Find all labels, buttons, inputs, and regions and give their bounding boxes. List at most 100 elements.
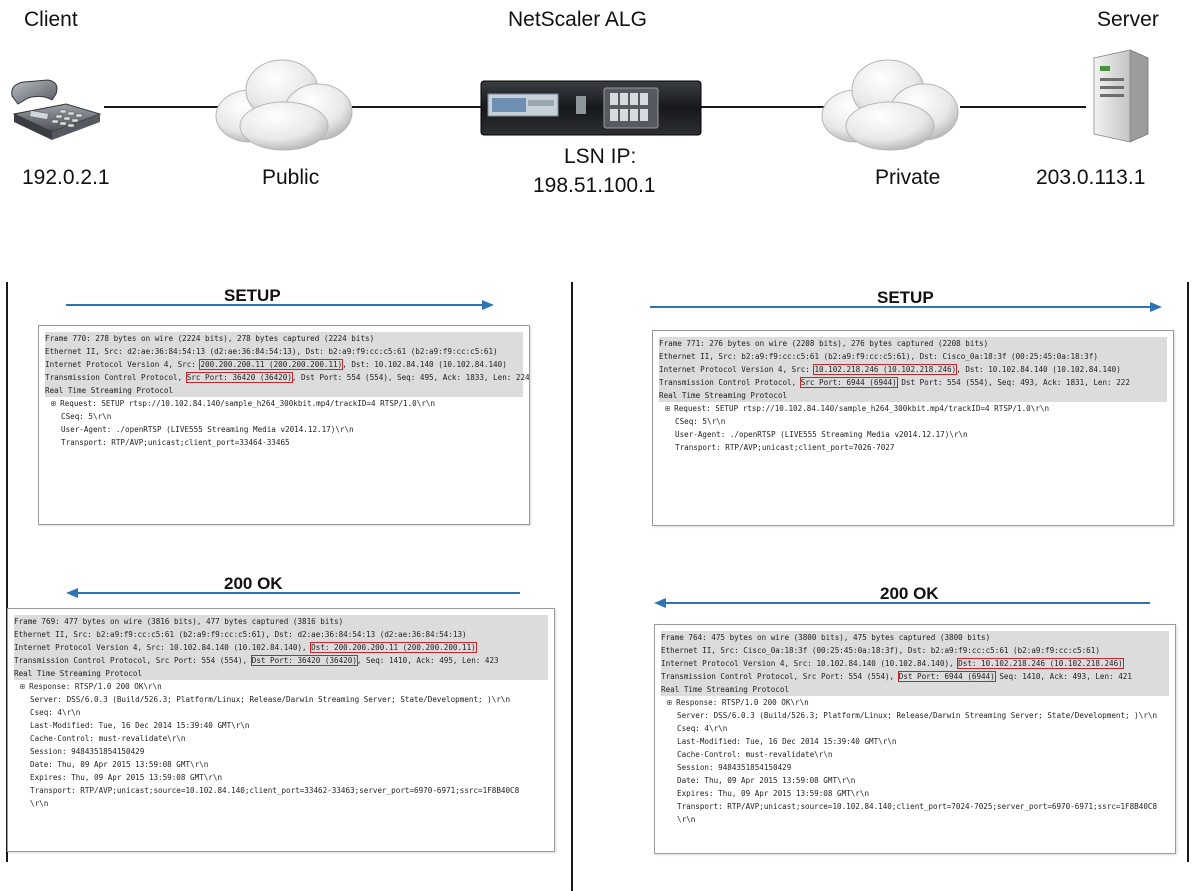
right-ok-arrow bbox=[654, 598, 1150, 608]
tcp-suffix: Seq: 1410, Ack: 493, Len: 421 bbox=[994, 672, 1132, 681]
packet-frame-row: Frame 764: 475 bytes on wire (3800 bits)… bbox=[661, 631, 1169, 644]
packet-last-modified-row: Last-Modified: Tue, 16 Dec 2014 15:39:40… bbox=[677, 737, 897, 746]
ip-suffix: , Dst: 10.102.84.140 (10.102.84.140) bbox=[956, 365, 1121, 374]
tcp-suffix: , Seq: 1410, Ack: 495, Len: 423 bbox=[356, 656, 499, 665]
packet-frame-row: Frame 769: 477 bytes on wire (3816 bits)… bbox=[14, 615, 548, 628]
packet-server-row: Server: DSS/6.0.3 (Build/526.3; Platform… bbox=[677, 711, 1158, 720]
packet-cache-control-row: Cache-Control: must-revalidate\r\n bbox=[677, 750, 833, 759]
packet-last-modified-row: Last-Modified: Tue, 16 Dec 2014 15:39:40… bbox=[30, 721, 250, 730]
netscaler-appliance-icon bbox=[480, 80, 702, 136]
right-setup-arrow bbox=[650, 302, 1162, 312]
public-cloud-icon bbox=[215, 59, 353, 151]
packet-date-row: Date: Thu, 09 Apr 2015 13:59:08 GMT\r\n bbox=[30, 760, 209, 769]
right-ok-packet: Frame 764: 475 bytes on wire (3800 bits)… bbox=[654, 624, 1176, 854]
link-alg-private bbox=[700, 106, 828, 108]
packet-cseq-row: Cseq: 4\r\n bbox=[30, 708, 81, 717]
packet-cseq-row: Cseq: 4\r\n bbox=[677, 724, 728, 733]
packet-expires-row: Expires: Thu, 09 Apr 2015 13:59:08 GMT\r… bbox=[677, 789, 870, 798]
tcp-prefix: Transmission Control Protocol, Src Port:… bbox=[661, 672, 899, 681]
packet-frame-row: Frame 770: 278 bytes on wire (2224 bits)… bbox=[45, 332, 523, 345]
packet-ip-row: Internet Protocol Version 4, Src: 10.102… bbox=[14, 641, 548, 654]
packet-cseq-row: CSeq: 5\r\n bbox=[675, 417, 726, 426]
ip-suffix: , Dst: 10.102.84.140 (10.102.84.140) bbox=[342, 360, 507, 369]
client-title: Client bbox=[24, 8, 78, 31]
packet-transport-row: Transport: RTP/AVP;unicast;client_port=7… bbox=[675, 443, 895, 452]
alg-lsn-label: LSN IP: bbox=[564, 145, 637, 168]
packet-tcp-row: Transmission Control Protocol, Src Port:… bbox=[661, 670, 1169, 683]
packet-user-agent-row: User-Agent: ./openRTSP (LIVE555 Streamin… bbox=[61, 425, 354, 434]
packet-response-row: ⊞ Response: RTSP/1.0 200 OK\r\n bbox=[20, 682, 162, 691]
private-label: Private bbox=[875, 166, 941, 189]
link-private-server bbox=[960, 106, 1086, 108]
packet-request-row: ⊞ Request: SETUP rtsp://10.102.84.140/sa… bbox=[51, 399, 436, 408]
alg-lsn-ip: 198.51.100.1 bbox=[533, 174, 656, 197]
highlighted-src-port: Src Port: 36420 (36420) bbox=[185, 372, 293, 383]
highlighted-src-ip: 10.102.218.246 (10.102.218.246) bbox=[813, 364, 958, 375]
ip-prefix: Internet Protocol Version 4, Src: 10.102… bbox=[14, 643, 312, 652]
telephone-icon bbox=[11, 79, 102, 140]
packet-tcp-row: Transmission Control Protocol, Src Port:… bbox=[14, 654, 548, 667]
tcp-suffix: Dst Port: 554 (554), Seq: 493, Ack: 1831… bbox=[896, 378, 1130, 387]
packet-tcp-row: Transmission Control Protocol, Src Port:… bbox=[659, 376, 1167, 389]
alg-timeline bbox=[571, 282, 573, 891]
packet-tcp-row: Transmission Control Protocol, Src Port:… bbox=[45, 371, 529, 384]
packet-ip-row: Internet Protocol Version 4, Src: 10.102… bbox=[661, 657, 1169, 670]
tcp-prefix: Transmission Control Protocol, bbox=[45, 373, 187, 382]
tcp-suffix: , Dst Port: 554 (554), Seq: 495, Ack: 18… bbox=[291, 373, 530, 382]
packet-transport-row: Transport: RTP/AVP;unicast;source=10.102… bbox=[30, 786, 520, 795]
server-title: Server bbox=[1097, 8, 1159, 31]
packet-ethernet-row: Ethernet II, Src: Cisco_0a:18:3f (00:25:… bbox=[661, 644, 1169, 657]
ip-prefix: Internet Protocol Version 4, Src: bbox=[45, 360, 201, 369]
packet-transport-row: Transport: RTP/AVP;unicast;client_port=3… bbox=[61, 438, 290, 447]
left-setup-arrow bbox=[66, 300, 494, 310]
highlighted-dst-port: Dst Port: 36420 (36420) bbox=[250, 655, 358, 666]
packet-ethernet-row: Ethernet II, Src: b2:a9:f9:cc:c5:61 (b2:… bbox=[14, 628, 548, 641]
highlighted-dst-ip: Dst: 200.200.200.11 (200.200.200.11) bbox=[310, 642, 477, 653]
right-ok-title: 200 OK bbox=[880, 584, 939, 603]
packet-session-row: Session: 9484351854150429 bbox=[30, 747, 145, 756]
packet-user-agent-row: User-Agent: ./openRTSP (LIVE555 Streamin… bbox=[675, 430, 968, 439]
left-ok-title: 200 OK bbox=[224, 574, 283, 593]
highlighted-src-ip: 200.200.200.11 (200.200.200.11) bbox=[199, 359, 344, 370]
packet-cache-control-row: Cache-Control: must-revalidate\r\n bbox=[30, 734, 186, 743]
packet-rtsp-row: Real Time Streaming Protocol bbox=[45, 384, 523, 397]
ip-prefix: Internet Protocol Version 4, Src: bbox=[659, 365, 815, 374]
left-setup-packet: Frame 770: 278 bytes on wire (2224 bits)… bbox=[38, 325, 530, 525]
left-ok-arrow bbox=[66, 588, 520, 598]
alg-title: NetScaler ALG bbox=[508, 8, 647, 31]
packet-server-row: Server: DSS/6.0.3 (Build/526.3; Platform… bbox=[30, 695, 511, 704]
left-setup-title: SETUP bbox=[224, 286, 281, 305]
link-client-public bbox=[104, 106, 228, 108]
server-ip: 203.0.113.1 bbox=[1036, 166, 1146, 189]
highlighted-dst-ip: Dst: 10.102.218.246 (10.102.218.246) bbox=[957, 658, 1124, 669]
public-label: Public bbox=[262, 166, 320, 189]
ip-prefix: Internet Protocol Version 4, Src: 10.102… bbox=[661, 659, 959, 668]
packet-request-row: ⊞ Request: SETUP rtsp://10.102.84.140/sa… bbox=[665, 404, 1050, 413]
server-timeline bbox=[1187, 282, 1189, 862]
packet-ip-row: Internet Protocol Version 4, Src: 10.102… bbox=[659, 363, 1167, 376]
packet-frame-row: Frame 771: 276 bytes on wire (2208 bits)… bbox=[659, 337, 1167, 350]
packet-date-row: Date: Thu, 09 Apr 2015 13:59:08 GMT\r\n bbox=[677, 776, 856, 785]
tcp-prefix: Transmission Control Protocol, Src Port:… bbox=[14, 656, 252, 665]
client-timeline bbox=[6, 282, 8, 862]
highlighted-dst-port: Dst Port: 6944 (6944) bbox=[897, 671, 996, 682]
client-ip: 192.0.2.1 bbox=[22, 166, 110, 189]
packet-response-row: ⊞ Response: RTSP/1.0 200 OK\r\n bbox=[667, 698, 809, 707]
packet-transport-row: Transport: RTP/AVP;unicast;source=10.102… bbox=[677, 802, 1158, 811]
right-setup-packet: Frame 771: 276 bytes on wire (2208 bits)… bbox=[652, 330, 1174, 526]
packet-cseq-row: CSeq: 5\r\n bbox=[61, 412, 112, 421]
packet-expires-row: Expires: Thu, 09 Apr 2015 13:59:08 GMT\r… bbox=[30, 773, 223, 782]
packet-ip-row: Internet Protocol Version 4, Src: 200.20… bbox=[45, 358, 523, 371]
packet-rtsp-row: Real Time Streaming Protocol bbox=[659, 389, 1167, 402]
server-icon bbox=[1092, 49, 1150, 143]
highlighted-src-port: Src Port: 6944 (6944) bbox=[799, 377, 898, 388]
packet-session-row: Session: 9484351854150429 bbox=[677, 763, 792, 772]
packet-rtsp-row: Real Time Streaming Protocol bbox=[14, 667, 548, 680]
private-cloud-icon bbox=[821, 59, 959, 151]
packet-ethernet-row: Ethernet II, Src: b2:a9:f9:cc:c5:61 (b2:… bbox=[659, 350, 1167, 363]
packet-crlf-row: \r\n bbox=[677, 815, 696, 824]
packet-crlf-row: \r\n bbox=[30, 799, 49, 808]
tcp-prefix: Transmission Control Protocol, bbox=[659, 378, 801, 387]
packet-ethernet-row: Ethernet II, Src: d2:ae:36:84:54:13 (d2:… bbox=[45, 345, 523, 358]
right-setup-title: SETUP bbox=[877, 288, 934, 307]
